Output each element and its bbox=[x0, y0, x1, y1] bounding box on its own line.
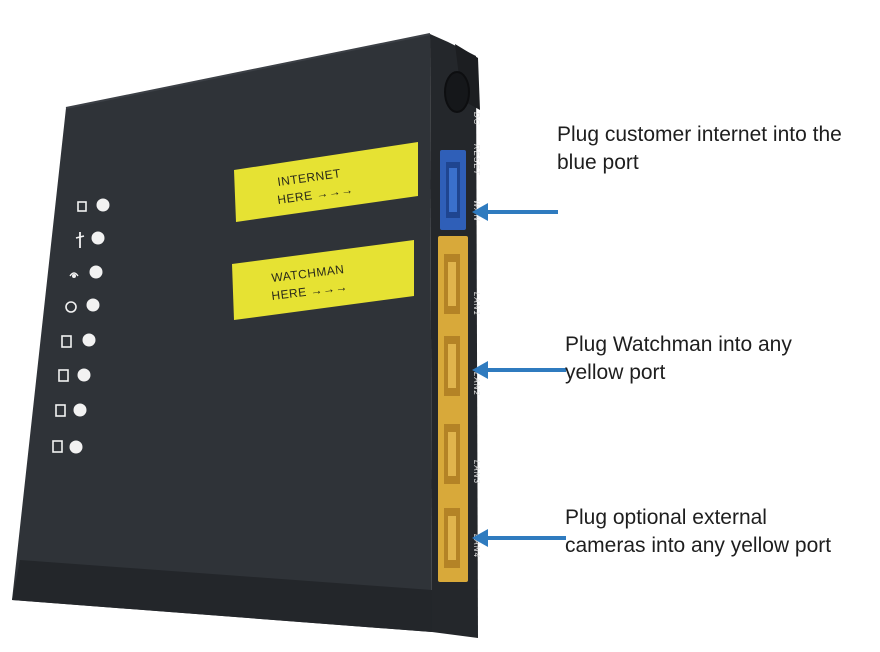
callout-watchman-line1: Plug Watchman into any bbox=[565, 333, 792, 356]
router-top-edge bbox=[65, 33, 431, 109]
router-front-shade bbox=[12, 560, 432, 632]
callout-watchman-line2: yellow port bbox=[565, 361, 666, 384]
power-icon bbox=[77, 198, 110, 212]
sticker-internet: INTERNET HERE →→→ bbox=[234, 142, 418, 222]
lan3-icon bbox=[55, 403, 87, 417]
arrow-lan2 bbox=[472, 361, 566, 379]
port-label-reset: RESET bbox=[472, 144, 481, 176]
callout-cameras: Plug optional external cameras into any … bbox=[565, 504, 831, 560]
port-label-lan4: LAN4 bbox=[472, 534, 481, 558]
wps-icon bbox=[65, 298, 100, 313]
callout-wan-line2: blue port bbox=[557, 151, 639, 174]
callout-cameras-line1: Plug optional external bbox=[565, 506, 767, 529]
lan-ports bbox=[438, 236, 468, 582]
port-label-lan3: LAN3 bbox=[472, 460, 481, 484]
lan1-icon bbox=[61, 333, 96, 348]
router-front-face bbox=[12, 34, 432, 632]
port-label-lan1: LAN1 bbox=[472, 292, 481, 316]
wireless-icon bbox=[69, 265, 103, 279]
arrow-wan bbox=[472, 203, 558, 221]
status-indicators bbox=[52, 198, 110, 454]
lan4-icon bbox=[52, 440, 83, 454]
callout-wan-line1: Plug customer internet into the bbox=[557, 123, 842, 146]
callout-cameras-line2: cameras into any yellow port bbox=[565, 534, 832, 557]
usb-icon bbox=[75, 231, 105, 248]
wan-port bbox=[440, 150, 466, 230]
arrow-lan4 bbox=[472, 529, 566, 547]
callout-arrows bbox=[472, 203, 566, 547]
port-label-dc: DC bbox=[472, 112, 481, 126]
sticker-watchman: WATCHMAN HERE →→→ bbox=[232, 240, 414, 320]
callout-wan: Plug customer internet into the blue por… bbox=[557, 121, 842, 177]
callout-watchman: Plug Watchman into any yellow port bbox=[565, 331, 792, 387]
port-label-lan2: LAN2 bbox=[472, 372, 481, 396]
lan2-icon bbox=[58, 368, 91, 382]
dc-power-jack bbox=[444, 71, 470, 113]
